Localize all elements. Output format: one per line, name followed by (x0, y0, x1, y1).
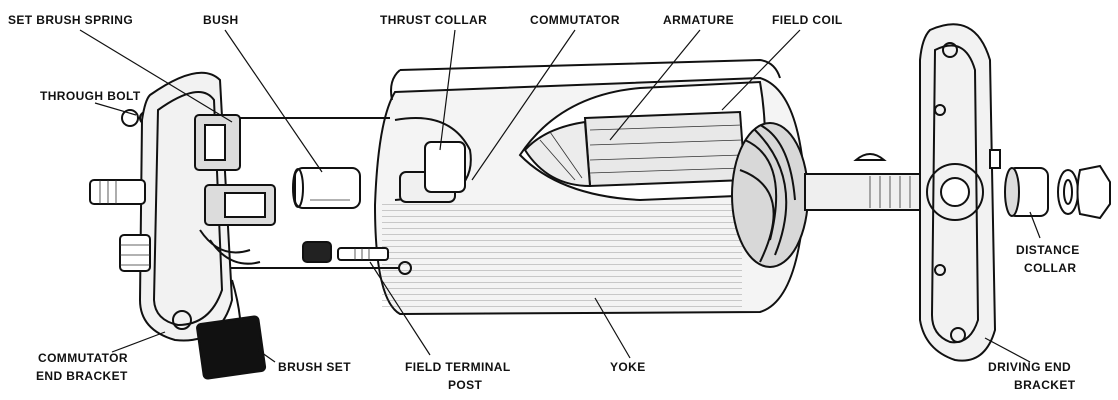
commutator-end-bracket-part (89, 71, 276, 342)
leader-armature (609, 29, 701, 141)
bush-part (292, 167, 361, 209)
label-thrust-collar: THRUST COLLAR (380, 13, 487, 27)
label-commutator-end-bracket-line1: COMMUTATOR (38, 351, 128, 365)
label-field-terminal-post-line2: POST (448, 378, 483, 392)
leader-brush-set (257, 349, 276, 363)
label-field-coil: FIELD COIL (772, 13, 843, 27)
leader-bush (224, 29, 323, 173)
leader-commutator-end-bracket (111, 331, 166, 353)
leader-field-coil (721, 29, 801, 111)
label-bush: BUSH (203, 13, 239, 27)
driving-end-bracket-part (919, 23, 1001, 362)
leader-driving-end-bracket (984, 337, 1031, 363)
leader-set-brush-spring (79, 29, 233, 123)
leader-commutator (471, 29, 576, 181)
leader-field-terminal-post (369, 261, 431, 356)
leader-yoke (594, 297, 631, 359)
label-commutator: COMMUTATOR (530, 13, 620, 27)
label-yoke: YOKE (610, 360, 646, 374)
label-field-terminal-post-line1: FIELD TERMINAL (405, 360, 511, 374)
label-commutator-end-bracket-line2: END BRACKET (36, 369, 128, 383)
leader-through-bolt (94, 102, 137, 116)
label-through-bolt: THROUGH BOLT (40, 89, 141, 103)
label-set-brush-spring: SET BRUSH SPRING (8, 13, 133, 27)
label-driving-end-bracket-line1: DRIVING END (988, 360, 1071, 374)
label-distance-collar-line1: DISTANCE (1016, 243, 1080, 257)
leader-thrust-collar (439, 29, 456, 151)
thrust-collar-part (399, 141, 466, 203)
commutator-part (523, 120, 592, 188)
labels: SET BRUSH SPRING BUSH THRUST COLLAR COMM… (8, 13, 1080, 392)
distance-collar-part (1004, 164, 1111, 220)
leader-lines (79, 29, 1041, 363)
label-distance-collar-line2: COLLAR (1024, 261, 1076, 275)
field-terminal-post-part (302, 241, 389, 263)
label-driving-end-bracket-line2: BRACKET (1014, 378, 1076, 392)
label-brush-set: BRUSH SET (278, 360, 351, 374)
label-armature: ARMATURE (663, 13, 734, 27)
leader-distance-collar (1029, 211, 1041, 239)
brush-set-part (196, 279, 267, 380)
armature (583, 110, 926, 268)
